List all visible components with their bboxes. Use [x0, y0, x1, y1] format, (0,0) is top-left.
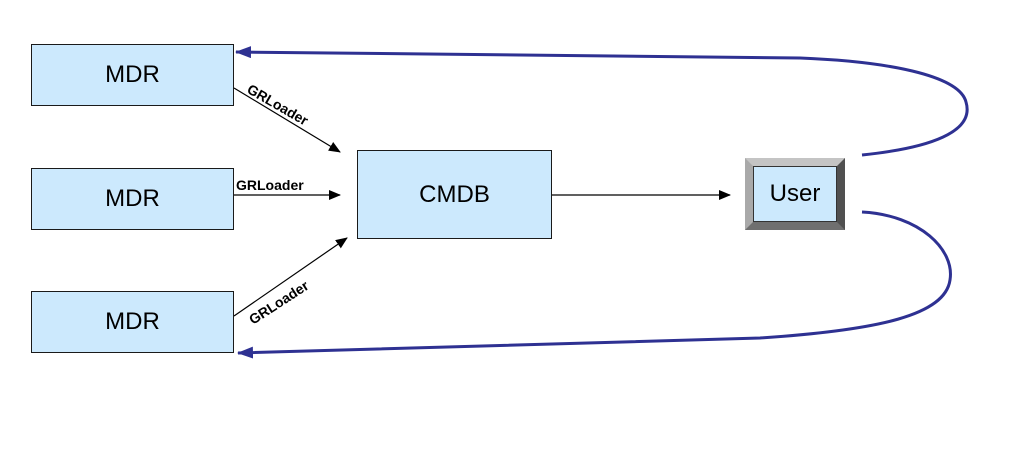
- user-button-face[interactable]: User: [753, 166, 837, 222]
- user-button[interactable]: User: [745, 158, 845, 230]
- mdr-box-bottom-label: MDR: [105, 308, 160, 335]
- cmdb-box: CMDB: [357, 150, 552, 239]
- feedback-arrow-user-to-mdr-bottom: [237, 210, 952, 359]
- user-button-label: User: [769, 180, 821, 207]
- mdr-box-top: MDR: [31, 44, 234, 106]
- edge-label-loader-middle: GRLoader: [236, 177, 304, 193]
- mdr-box-top-label: MDR: [105, 61, 160, 88]
- mdr-box-middle-label: MDR: [105, 185, 160, 212]
- cmdb-box-label: CMDB: [419, 180, 490, 208]
- mdr-box-middle: MDR: [31, 168, 234, 230]
- arrow-mdr-top-to-cmdb: [233, 87, 341, 153]
- arrow-mdr-bottom-to-cmdb: [233, 237, 348, 317]
- mdr-box-bottom: MDR: [31, 291, 234, 353]
- edge-label-loader-top: GRLoader: [245, 81, 312, 129]
- feedback-arrow-user-to-mdr-top: [235, 46, 969, 157]
